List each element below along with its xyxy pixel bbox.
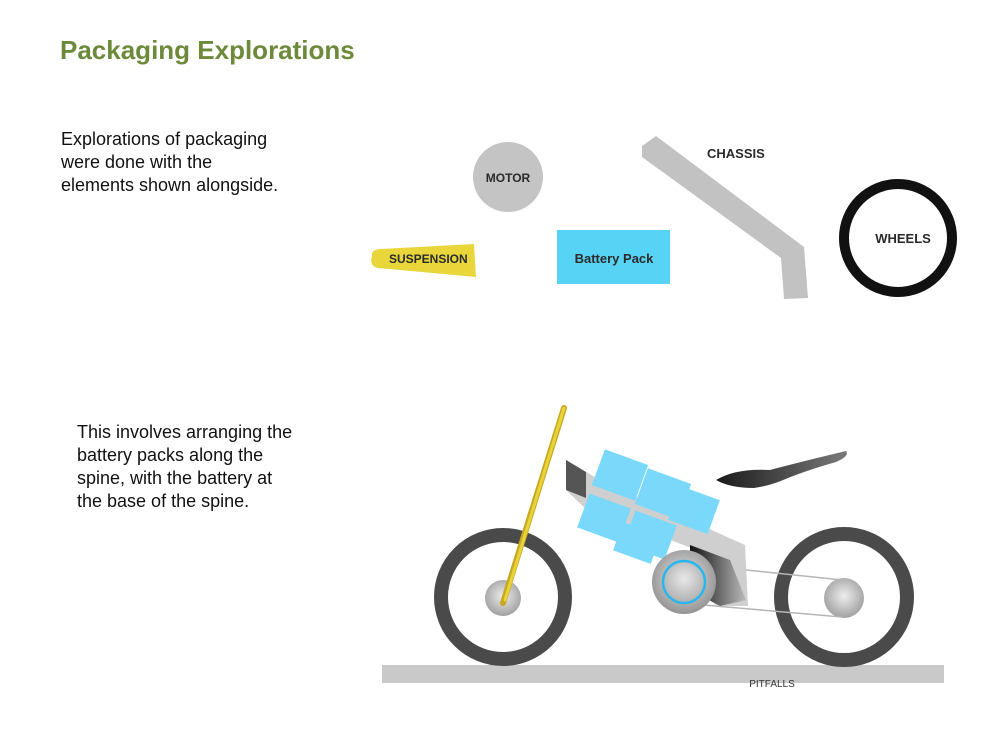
battery-stack [577,449,720,564]
page-title: Packaging Explorations [60,35,355,65]
rear-wheel [774,527,914,667]
wheels-label: WHEELS [875,231,931,246]
motor-component: MOTOR [473,142,543,212]
rear-hub [824,578,864,618]
arrangement-line: battery packs along the [77,445,264,465]
battery-pack-shape [557,230,670,284]
motorcycle-illustration: PITFALLS [382,405,944,690]
chassis-shape [642,136,808,299]
chassis-component: CHASSIS [642,136,808,299]
wheel-shape [839,179,957,297]
arrangement-paragraph: This involves arranging the battery pack… [77,421,337,513]
battery-cell [613,522,661,564]
intro-line: were done with the [61,152,213,172]
chain-bottom [679,602,843,618]
arrangement-line: the base of the spine. [77,491,250,511]
seat [716,451,847,488]
arrangement-line: spine, with the battery at [77,468,273,488]
battery-cell [668,485,720,535]
motor-unit [652,550,716,614]
front-fork-highlight [503,406,566,602]
front-wheel [434,528,572,666]
wheels-component: WHEELS [839,179,957,297]
intro-line: Explorations of packaging [61,129,268,149]
suspension-shape [371,244,476,277]
intro-line: elements shown alongside. [61,175,279,195]
motor-ring [661,559,707,605]
arrangement-line: This involves arranging the [77,422,293,442]
suspension-label: SUSPENSION [389,252,468,266]
motor-label: MOTOR [486,171,531,185]
battery-pack-component: Battery Pack [557,230,670,284]
battery-cell [591,449,649,501]
spine-shadow [566,460,586,498]
suspension-component: SUSPENSION [371,244,476,277]
motor-shape [473,142,543,212]
ground-strip [382,665,944,683]
ground-label: PITFALLS [749,679,795,690]
chassis-label: CHASSIS [707,146,765,161]
battery-cell [577,493,631,543]
intro-paragraph: Explorations of packaging were done with… [61,128,321,197]
battery-pack-label: Battery Pack [575,251,655,266]
